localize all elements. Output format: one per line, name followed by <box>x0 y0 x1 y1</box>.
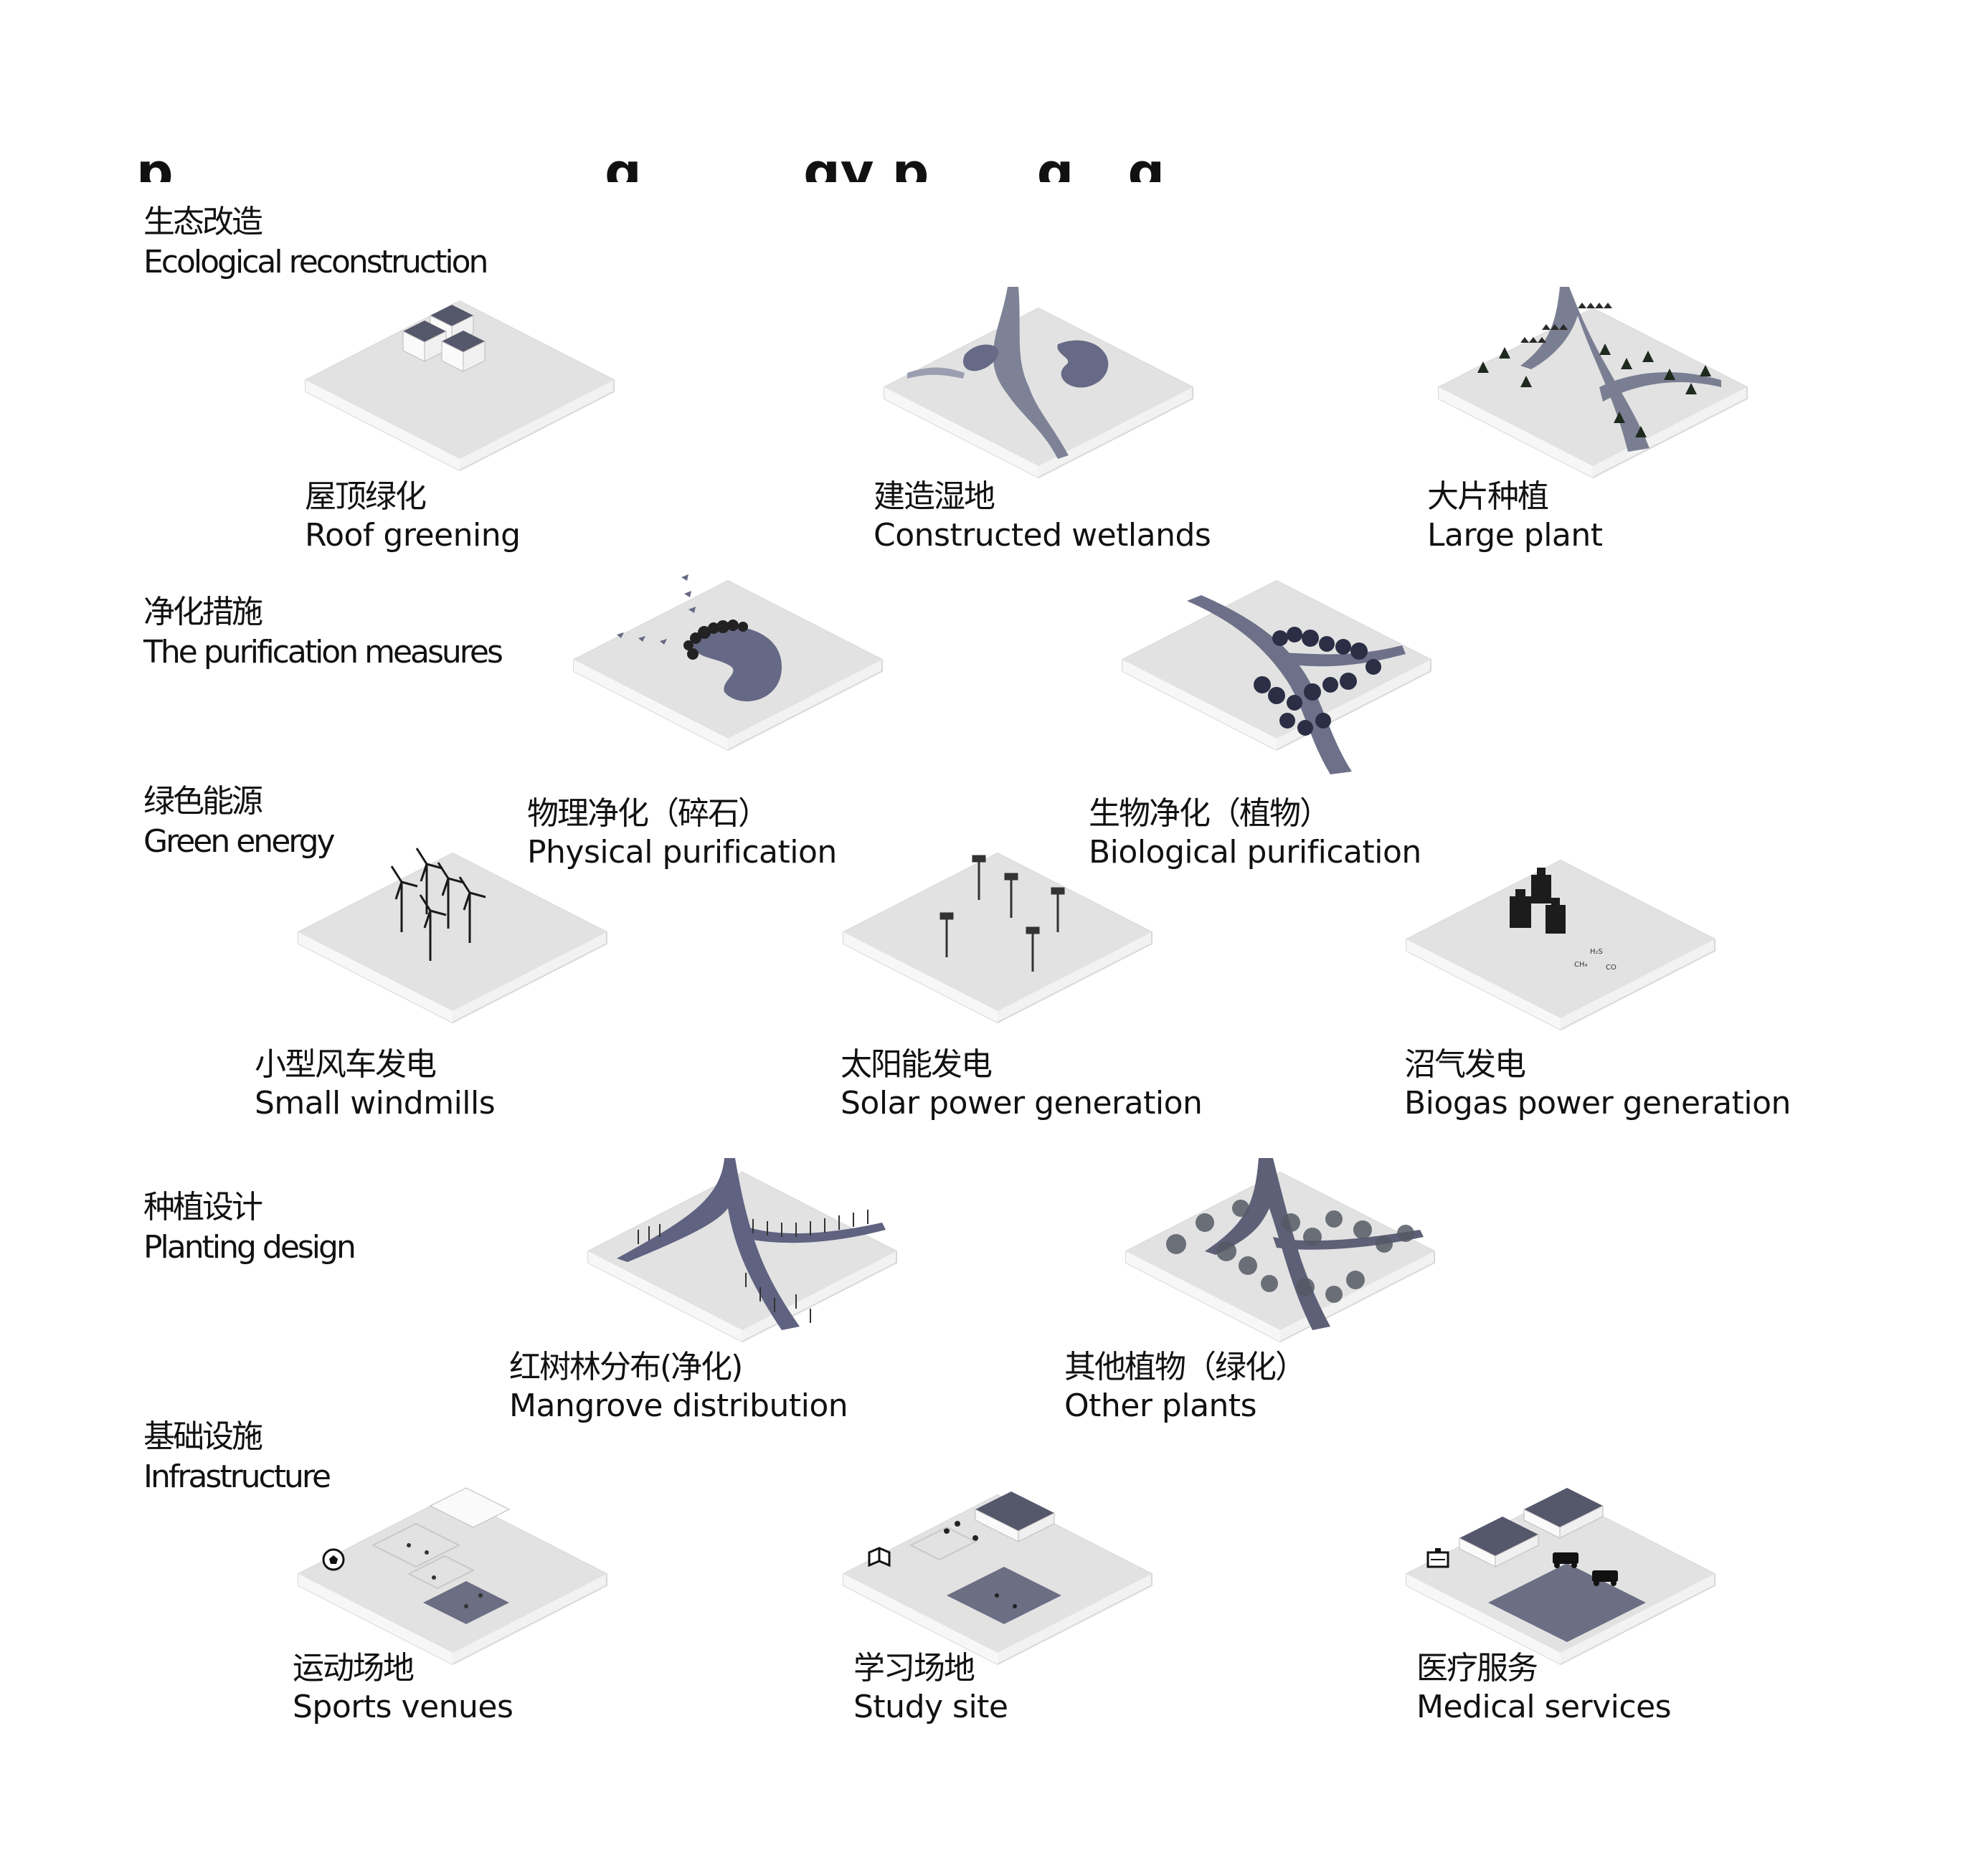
ambulance-icon <box>1553 1552 1618 1586</box>
caption-zh: 太阳能发电 <box>841 1046 993 1083</box>
solar-lamp-icon <box>939 855 1065 972</box>
caption-medical-services: 医疗服务 Medical services <box>1416 1649 1672 1727</box>
section-ecological: 生态改造 Ecological reconstruction <box>143 202 488 283</box>
small-windmills-tile <box>298 848 607 1023</box>
wind-turbine-icon <box>390 848 486 961</box>
mangrove-distribution-tile <box>587 1158 897 1342</box>
caption-en: Small windmills <box>255 1085 496 1121</box>
section-title-zh: 生态改造 <box>143 204 263 240</box>
caption-en: Large plant <box>1427 517 1603 554</box>
caption-en: Sports venues <box>293 1689 513 1725</box>
book-icon <box>868 1547 891 1567</box>
wetland-ponds-icon <box>907 287 1109 459</box>
caption-en: Roof greening <box>305 517 521 554</box>
section-infrastructure: 基础设施 Infrastructure <box>143 1417 331 1497</box>
biological-purification-tile <box>1122 580 1431 774</box>
section-title-en: The purification measures <box>143 634 503 670</box>
constructed-wetlands-tile <box>884 287 1193 478</box>
caption-roof-greening: 屋顶绿化 Roof greening <box>305 478 521 555</box>
caption-small-windmills: 小型风车发电 Small windmills <box>255 1045 496 1123</box>
section-title-zh: 基础设施 <box>143 1418 263 1455</box>
caption-biological-purification: 生物净化（植物） Biological purification <box>1089 794 1421 872</box>
roof-greening-tile <box>305 300 615 471</box>
gas-label-co: CO <box>1606 964 1617 972</box>
caption-biogas-power: 沼气发电 Biogas power generation <box>1404 1045 1791 1123</box>
section-title-en: Ecological reconstruction <box>143 244 488 280</box>
gas-label-h2s: H₂S <box>1590 948 1603 956</box>
caption-study-site: 学习场地 Study site <box>853 1649 1008 1727</box>
section-purification: 净化措施 The purification measures <box>143 592 503 673</box>
section-title-zh: 绿色能源 <box>143 783 263 820</box>
caption-physical-purification: 物理净化（碎石） Physical purification <box>527 794 837 872</box>
caption-zh: 其他植物（绿化） <box>1064 1349 1307 1385</box>
large-plant-tile <box>1438 287 1748 478</box>
broadleaf-trees-icon <box>1166 1158 1424 1330</box>
study-area-icon <box>909 1491 1061 1624</box>
section-planting: 种植设计 Planting design <box>143 1187 356 1268</box>
caption-en: Mangrove distribution <box>509 1388 848 1424</box>
caption-zh: 小型风车发电 <box>255 1046 437 1083</box>
caption-other-plants: 其他植物（绿化） Other plants <box>1064 1348 1307 1426</box>
hospital-icon <box>1426 1548 1449 1568</box>
physical-purification-tile <box>573 574 883 751</box>
caption-zh: 运动场地 <box>293 1650 415 1687</box>
section-title-zh: 净化措施 <box>143 594 263 630</box>
caption-zh: 大片种植 <box>1427 478 1549 515</box>
caption-en: Constructed wetlands <box>874 517 1211 554</box>
caption-zh: 学习场地 <box>853 1650 975 1687</box>
caption-sports-venues: 运动场地 Sports venues <box>293 1649 513 1727</box>
section-title-en: Green energy <box>143 823 336 860</box>
caption-zh: 物理净化（碎石） <box>527 795 770 832</box>
section-title-zh: 种植设计 <box>143 1189 263 1225</box>
caption-large-plant: 大片种植 Large plant <box>1427 478 1603 555</box>
biogas-digester-icon <box>1510 868 1566 934</box>
forest-river-icon <box>1477 287 1721 452</box>
caption-zh: 屋顶绿化 <box>305 478 427 515</box>
section-title-en: Planting design <box>143 1229 356 1266</box>
sports-venues-tile <box>298 1487 607 1665</box>
mangrove-marsh-icon <box>617 1158 886 1330</box>
caption-zh: 医疗服务 <box>1416 1650 1538 1687</box>
caption-en: Biological purification <box>1089 834 1421 871</box>
caption-zh: 生物净化（植物） <box>1089 795 1331 832</box>
medical-services-tile <box>1406 1488 1715 1665</box>
caption-zh: 红树林分布(净化) <box>509 1349 743 1385</box>
tree-channel-icon <box>1187 595 1406 774</box>
solar-power-tile <box>843 853 1152 1023</box>
caption-en: Biogas power generation <box>1404 1085 1791 1121</box>
caption-en: Solar power generation <box>841 1085 1203 1121</box>
section-green-energy: 绿色能源 Green energy <box>143 782 336 862</box>
caption-zh: 沼气发电 <box>1404 1046 1526 1083</box>
other-plants-tile <box>1125 1158 1435 1342</box>
study-site-tile <box>843 1491 1152 1665</box>
gas-label-ch4: CH₄ <box>1574 961 1588 969</box>
roof-blocks-icon <box>402 305 486 372</box>
caption-constructed-wetlands: 建造湿地 Constructed wetlands <box>874 478 1211 555</box>
soccer-ball-icon <box>322 1548 345 1571</box>
cropped-heading: p g gy p g g <box>136 156 1212 182</box>
caption-en: Physical purification <box>527 834 837 871</box>
caption-mangrove-distribution: 红树林分布(净化) Mangrove distribution <box>509 1348 848 1426</box>
caption-en: Other plants <box>1064 1388 1257 1424</box>
caption-solar-power: 太阳能发电 Solar power generation <box>841 1045 1203 1123</box>
sports-field-icon <box>371 1487 511 1624</box>
caption-zh: 建造湿地 <box>874 478 995 515</box>
caption-en: Medical services <box>1416 1689 1672 1725</box>
medical-area-icon <box>1459 1488 1646 1642</box>
gravel-pond-icon <box>617 574 782 702</box>
biogas-power-tile: H₂S CH₄ CO <box>1406 860 1715 1030</box>
caption-en: Study site <box>853 1689 1008 1725</box>
section-title-en: Infrastructure <box>143 1458 331 1495</box>
